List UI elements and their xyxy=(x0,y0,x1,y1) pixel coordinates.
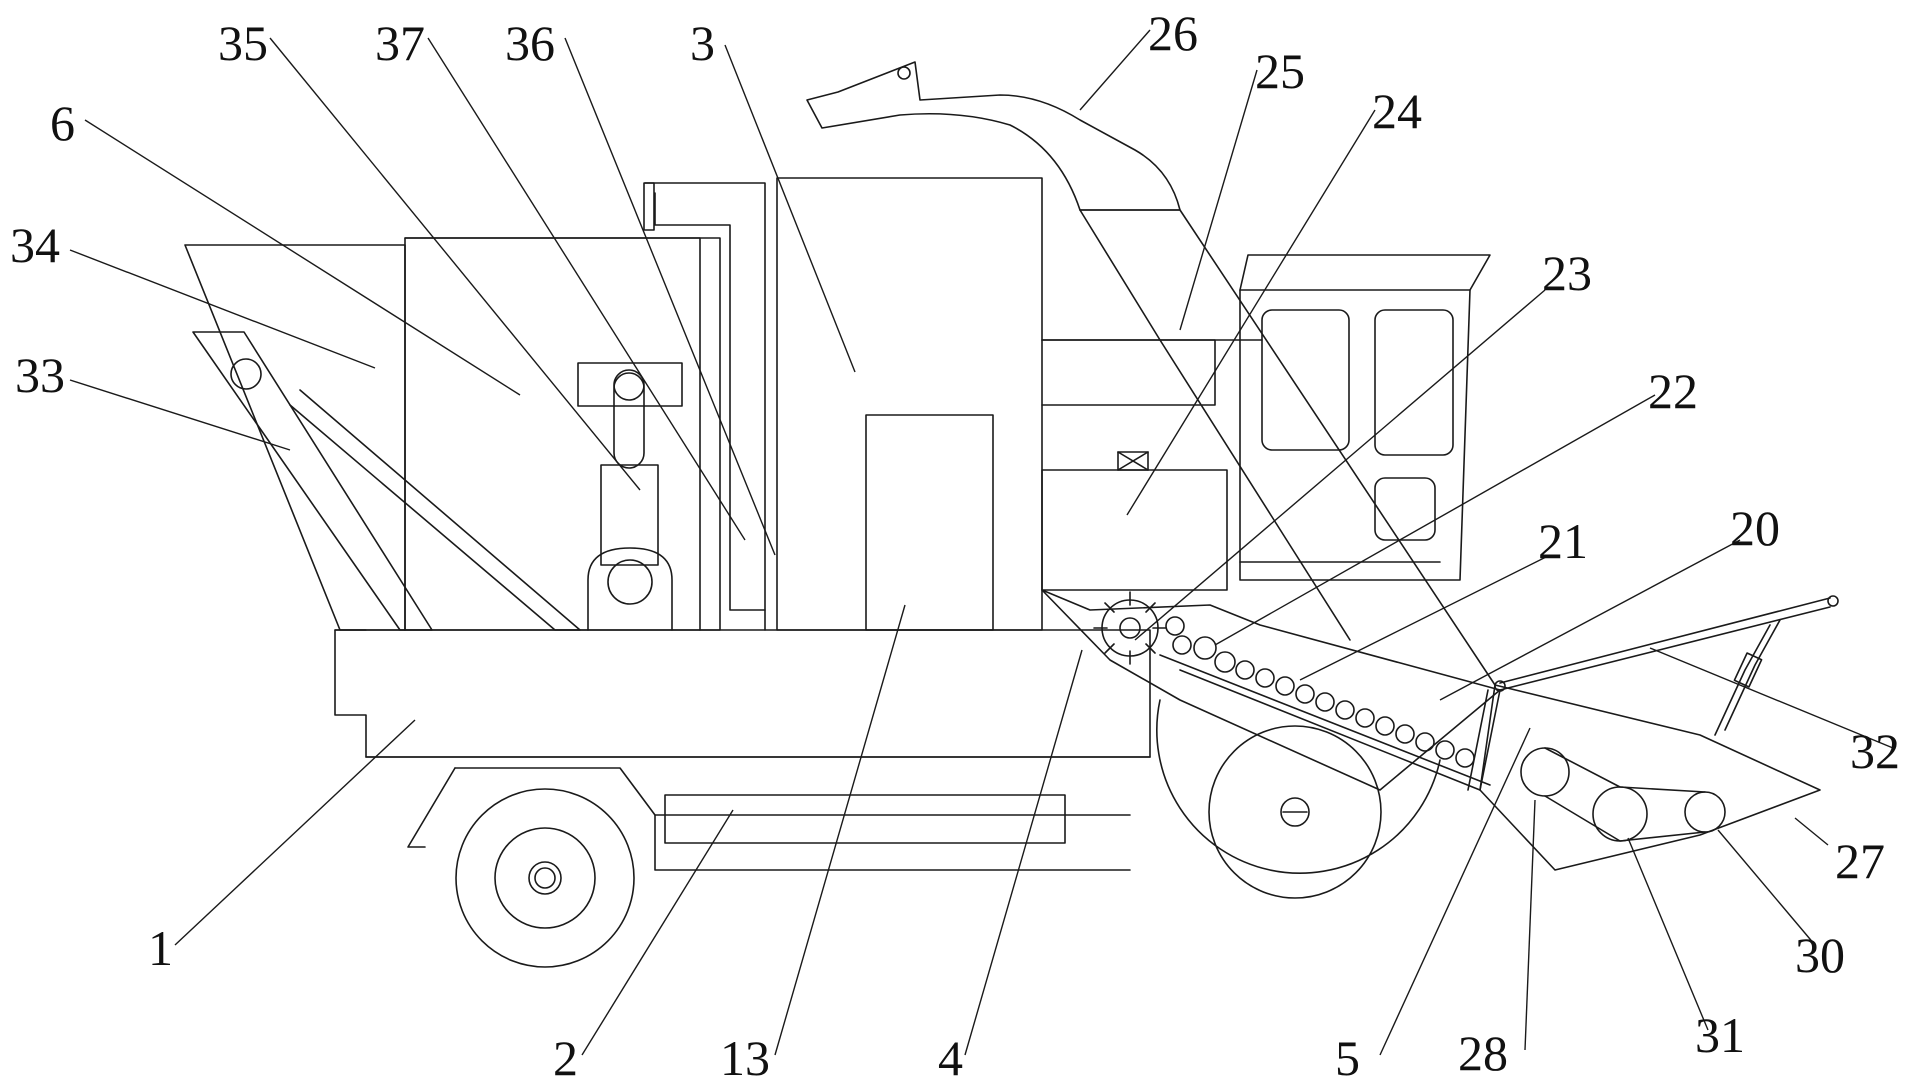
cab xyxy=(1240,255,1490,580)
label-34: 34 xyxy=(10,217,60,273)
label-4: 4 xyxy=(938,1030,963,1086)
conveyor-rollers xyxy=(1166,617,1474,767)
label-3: 3 xyxy=(690,15,715,71)
label-22: 22 xyxy=(1648,363,1698,419)
engine-housing xyxy=(777,178,1042,630)
rear-wheel xyxy=(456,789,634,967)
loader-arm xyxy=(193,332,580,630)
label-2: 2 xyxy=(553,1030,578,1086)
header-feeder xyxy=(1042,590,1500,790)
label-23: 23 xyxy=(1542,245,1592,301)
reference-labels: 1 2 3 4 5 6 13 20 21 22 23 24 25 26 27 2… xyxy=(10,5,1900,1086)
rear-hopper xyxy=(185,245,405,630)
label-35: 35 xyxy=(218,15,268,71)
label-13: 13 xyxy=(720,1030,770,1086)
label-20: 20 xyxy=(1730,500,1780,556)
label-1: 1 xyxy=(148,920,173,976)
cutter-rotor xyxy=(1094,592,1166,664)
engine-door xyxy=(866,415,993,630)
label-36: 36 xyxy=(505,15,555,71)
label-26: 26 xyxy=(1148,5,1198,61)
front-pickup xyxy=(1468,596,1838,870)
discharge-spout xyxy=(807,62,1180,210)
lower-box xyxy=(665,795,1065,843)
label-6: 6 xyxy=(50,95,75,151)
lift-cylinder xyxy=(578,363,682,630)
label-37: 37 xyxy=(375,15,425,71)
leader-lines xyxy=(70,30,1893,1055)
storage-bin xyxy=(405,238,720,630)
label-33: 33 xyxy=(15,347,65,403)
label-24: 24 xyxy=(1372,83,1422,139)
label-30: 30 xyxy=(1795,927,1845,983)
label-21: 21 xyxy=(1538,513,1588,569)
label-28: 28 xyxy=(1458,1025,1508,1081)
label-5: 5 xyxy=(1335,1030,1360,1086)
label-27: 27 xyxy=(1835,833,1885,889)
label-31: 31 xyxy=(1695,1007,1745,1063)
chassis-frame xyxy=(335,630,1150,847)
gearbox xyxy=(1042,470,1227,590)
label-25: 25 xyxy=(1255,43,1305,99)
label-32: 32 xyxy=(1850,723,1900,779)
